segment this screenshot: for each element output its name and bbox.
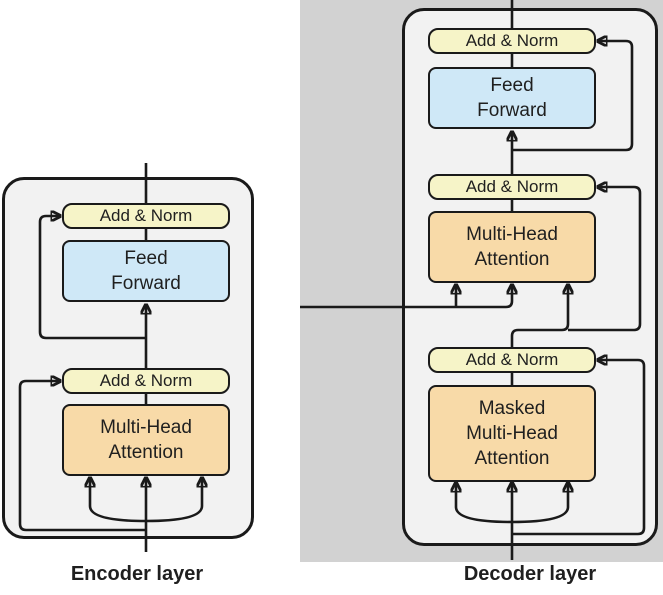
encoder-multi-head-attention-line2: Attention — [108, 442, 184, 463]
encoder-feed-forward-line2: Forward — [111, 273, 181, 294]
decoder-feed-forward: Feed Forward — [428, 67, 596, 129]
encoder-add-norm-bottom: Add & Norm — [62, 368, 230, 394]
encoder-multi-head-attention: Multi-Head Attention — [62, 404, 230, 476]
decoder-residual-mid-arrow — [568, 187, 642, 332]
decoder-encoder-input-line — [300, 285, 512, 309]
decoder-add-norm-top: Add & Norm — [428, 28, 596, 54]
decoder-masked-multi-head-attention-line1: Masked — [478, 397, 546, 419]
decoder-feed-forward-line1: Feed — [490, 74, 534, 96]
decoder-add-norm-bottom: Add & Norm — [428, 347, 596, 373]
decoder-masked-multi-head-attention: Masked Multi-Head Attention — [428, 385, 596, 482]
encoder-residual-lower-arrow — [18, 381, 146, 532]
decoder-feed-forward-line2: Forward — [477, 100, 547, 121]
decoder-add-norm-mid: Add & Norm — [428, 174, 596, 200]
decoder-masked-attention-left-arrow — [456, 483, 513, 524]
encoder-multi-head-attention-line1: Multi-Head — [100, 416, 192, 438]
encoder-attention-right-arrow — [145, 478, 202, 523]
decoder-caption: Decoder layer — [463, 563, 597, 585]
encoder-attention-left-arrow — [90, 478, 147, 523]
encoder-feed-forward-line1: Feed — [124, 247, 168, 269]
decoder-query-arrow — [510, 285, 568, 347]
encoder-feed-forward: Feed Forward — [62, 240, 230, 302]
encoder-residual-upper-arrow — [38, 216, 146, 340]
decoder-residual-top-arrow — [512, 41, 634, 152]
decoder-masked-multi-head-attention-line3: Attention — [474, 448, 550, 470]
encoder-add-norm-top: Add & Norm — [62, 203, 230, 229]
decoder-multi-head-attention: Multi-Head Attention — [428, 211, 596, 283]
encoder-layer-box — [2, 177, 254, 539]
decoder-masked-multi-head-attention-line2: Multi-Head — [466, 422, 558, 444]
decoder-multi-head-attention-line2: Attention — [474, 249, 550, 270]
encoder-caption: Encoder layer — [70, 563, 204, 585]
decoder-residual-bottom-arrow — [512, 360, 646, 536]
decoder-multi-head-attention-line1: Multi-Head — [466, 223, 558, 245]
decoder-masked-attention-right-arrow — [511, 483, 568, 524]
